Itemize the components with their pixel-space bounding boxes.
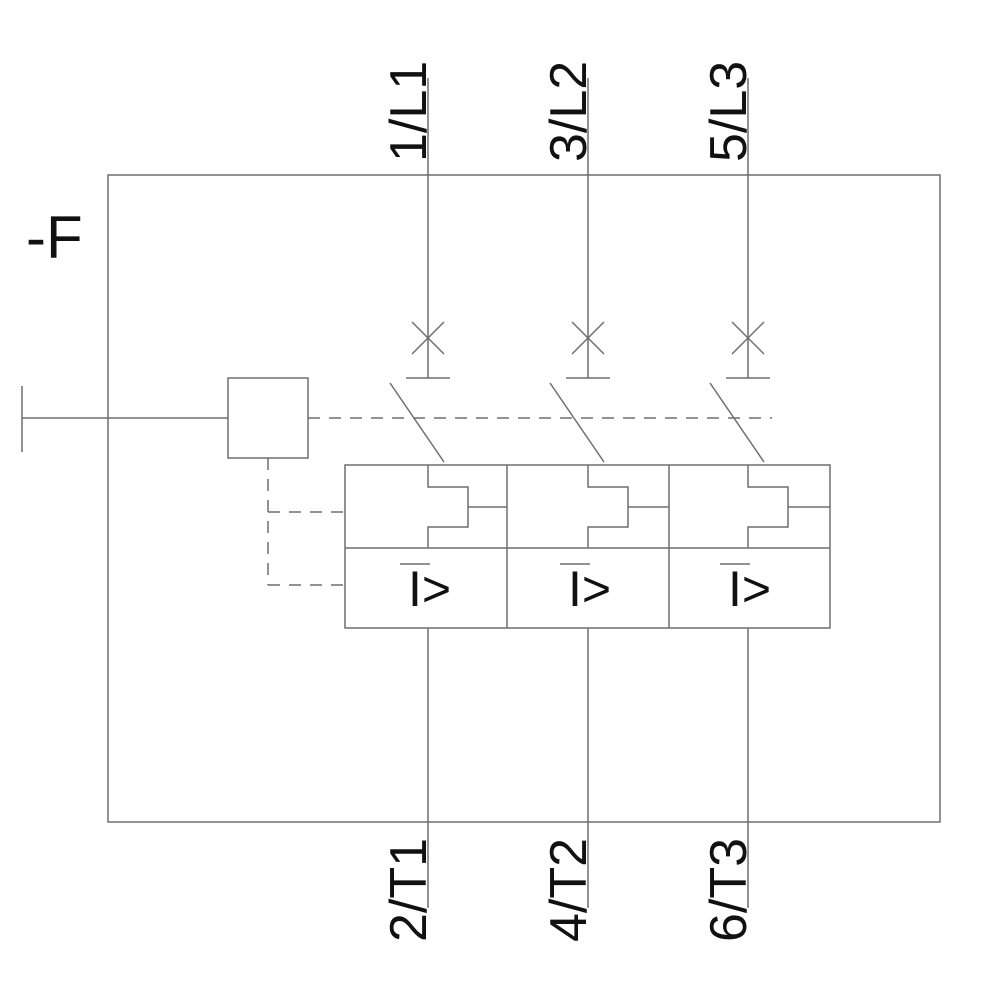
device-designation-label: -F: [26, 204, 83, 271]
pole-1: 1/L1 I> 2/T1: [380, 61, 507, 942]
pole-2: 3/L2 I> 4/T2: [540, 61, 669, 942]
terminal-label-top-1: 1/L1: [380, 61, 438, 162]
terminal-label-top-3: 5/L3: [700, 61, 758, 162]
magnetic-trip-label-2: I>: [568, 561, 611, 617]
moving-contact-line-1: [389, 382, 445, 463]
terminal-label-top-2: 3/L2: [540, 61, 598, 162]
moving-contact-line-3: [709, 382, 765, 463]
moving-contact-line-2: [549, 382, 605, 463]
magnetic-trip-label-1: I>: [408, 561, 451, 617]
mechanism-box: [227, 377, 309, 459]
terminal-label-bottom-2: 4/T2: [540, 838, 598, 942]
breaker-cross-icon-1: [411, 321, 445, 355]
magnetic-trip-label-3: I>: [728, 561, 771, 617]
thermal-overload-symbol-2: [587, 465, 629, 548]
operating-mechanism: [21, 377, 772, 586]
breaker-cross-icon-3: [731, 321, 765, 355]
breaker-cross-icon-2: [571, 321, 605, 355]
device-frame: [107, 174, 941, 823]
terminal-label-bottom-3: 6/T3: [700, 838, 758, 942]
pole-3: 5/L3 I> 6/T3: [700, 61, 830, 942]
thermal-overload-symbol-3: [747, 465, 789, 548]
terminal-label-bottom-1: 2/T1: [380, 838, 438, 942]
thermal-overload-symbol-1: [427, 465, 469, 548]
